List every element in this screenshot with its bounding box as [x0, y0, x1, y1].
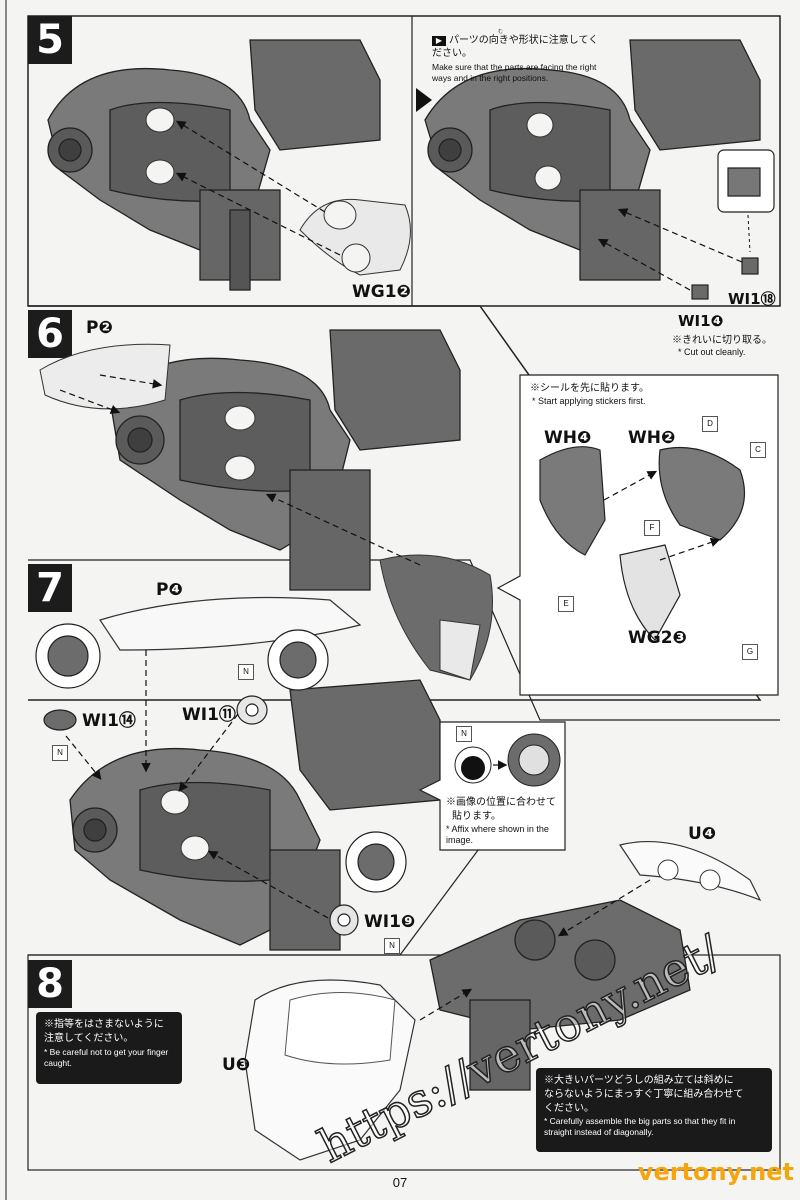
part-wi1-18-detail	[691, 149, 775, 300]
step-number-7: 7	[28, 564, 72, 612]
step-5-right-body	[424, 39, 761, 281]
part-label-p2: P❷	[86, 318, 113, 338]
part-label-wh4: WH❹	[544, 428, 592, 448]
sticker-d: D	[702, 416, 718, 432]
stickers-first-en: * Start applying stickers first.	[532, 396, 646, 406]
step-7-detail-circles	[35, 623, 407, 936]
sticker-n-1: N	[238, 664, 254, 680]
ruby-muki: む	[498, 29, 504, 35]
orientation-note-jp: ▶パーツの向きや形状に注意してください。	[432, 35, 599, 59]
cut-note-en: * Cut out cleanly.	[678, 347, 746, 357]
cut-note-jp: ※きれいに切り取る。	[672, 335, 772, 346]
sticker-e: E	[558, 596, 574, 612]
sticker-n-4: N	[456, 726, 472, 742]
step-number-8: 8	[28, 960, 72, 1008]
part-label-p4: P❹	[156, 580, 183, 600]
finger-note-en: * Be careful not to get your finger caug…	[44, 1047, 169, 1068]
sticker-f: F	[644, 520, 660, 536]
orientation-note-en: Make sure that the parts are facing the …	[432, 62, 597, 83]
page-number: 07	[392, 1175, 408, 1190]
step-number-6: 6	[28, 310, 72, 358]
finger-note-jp-2: 注意してください。	[44, 1033, 134, 1044]
sticker-n-2: N	[52, 745, 68, 761]
sticker-c: C	[750, 442, 766, 458]
warning-icon: ▶	[432, 36, 446, 46]
part-label-wi1-11: WI1⑪	[182, 705, 236, 725]
assemble-note-jp-1: ※大きいパーツどうしの組み立ては斜めに	[544, 1075, 734, 1086]
sticker-n-3: N	[384, 938, 400, 954]
part-label-wh2: WH❷	[628, 428, 676, 448]
part-label-wg2-3: WG2❸	[628, 628, 687, 648]
assemble-note-en: * Carefully assemble the big parts so th…	[544, 1116, 736, 1137]
step-number-5: 5	[28, 16, 72, 64]
step-5-left-body	[47, 39, 381, 291]
affix-note-jp-1: ※画像の位置に合わせて	[446, 797, 556, 808]
affix-note-jp-2: 貼ります。	[452, 811, 501, 822]
part-label-wi1-9: WI1❾	[364, 912, 416, 932]
affix-note-en: * Affix where shown in the image.	[446, 824, 549, 845]
part-label-wi1-4: WI1❹	[678, 312, 724, 330]
part-label-u4: U❹	[688, 824, 717, 844]
part-label-wg1-2: WG1❷	[352, 282, 411, 302]
brand-watermark: vertony.net	[637, 1158, 794, 1186]
finger-note-jp-1: ※指等をはさまないように	[44, 1019, 164, 1030]
assemble-note-jp-2: ならないようにまっすぐ丁寧に組み合わせて	[544, 1089, 744, 1100]
orientation-note: む ▶パーツの向きや形状に注意してください。 Make sure that th…	[432, 29, 602, 84]
sticker-g: G	[742, 644, 758, 660]
part-label-wi1-14: WI1⑭	[82, 711, 136, 731]
part-label-u3: U❸	[222, 1055, 251, 1075]
assembly-warning-box: ※大きいパーツどうしの組み立ては斜めに ならないようにまっすぐ丁寧に組み合わせて…	[536, 1068, 772, 1152]
assemble-note-jp-3: ください。	[544, 1103, 594, 1114]
stickers-first-jp: ※シールを先に貼ります。	[530, 383, 649, 394]
finger-warning-box: ※指等をはさまないように 注意してください。 * Be careful not …	[36, 1012, 182, 1084]
part-label-wi1-18: WI1⑱	[728, 290, 776, 308]
step-5-left-parts	[145, 107, 411, 276]
